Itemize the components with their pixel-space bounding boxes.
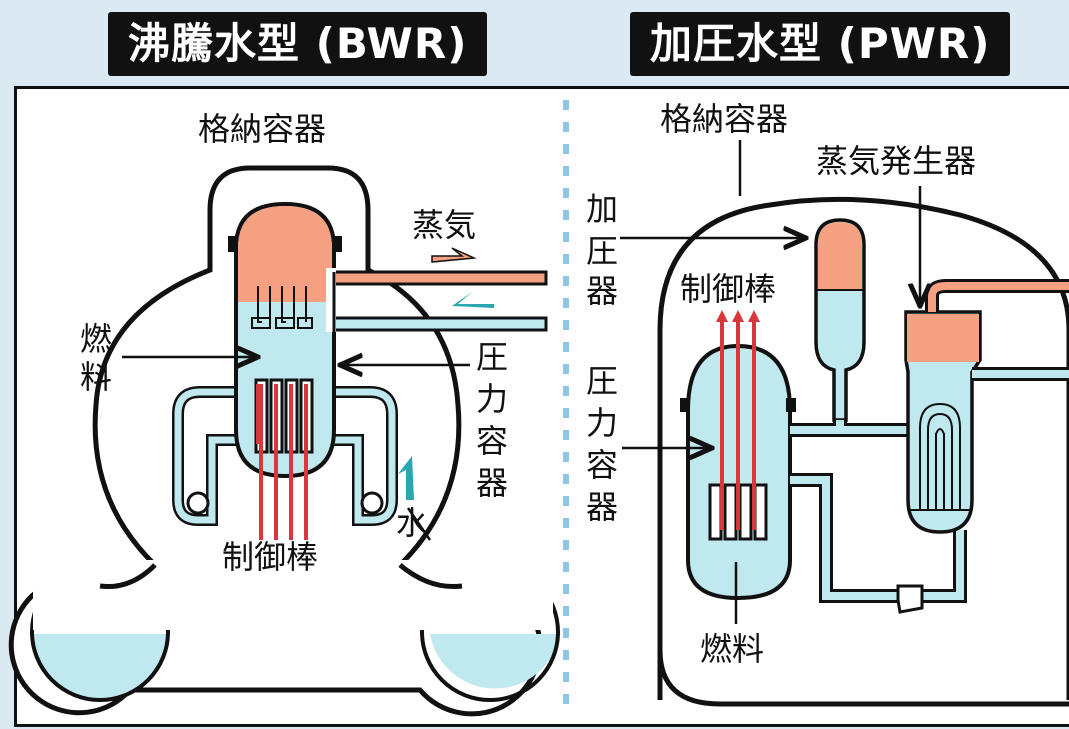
bwr-label-pv-4: 器 bbox=[476, 464, 508, 502]
pwr-label-containment: 格納容器 bbox=[660, 100, 788, 138]
pwr-primary-loop bbox=[790, 420, 967, 603]
pwr-control-rods bbox=[720, 318, 756, 530]
bwr-label-fuel-1: 燃 bbox=[80, 320, 112, 358]
bwr-label-containment: 格納容器 bbox=[198, 110, 326, 148]
bwr-label-pv-2: 力 bbox=[476, 380, 508, 418]
bwr-pool-left bbox=[34, 634, 168, 701]
pwr-steam-generator bbox=[904, 310, 982, 534]
bwr-feedwater-line bbox=[328, 316, 548, 332]
bwr-steam-line bbox=[328, 270, 548, 286]
bwr-control-rods bbox=[259, 384, 308, 540]
bwr-feedwater-arrow bbox=[452, 292, 494, 308]
bwr-label-fuel-2: 料 bbox=[80, 358, 112, 396]
pwr-diagram: 格納容器 蒸気発生器 加 圧 器 制御棒 圧 力 容 器 燃料 bbox=[586, 100, 1069, 707]
pwr-label-control-rods: 制御棒 bbox=[680, 270, 776, 308]
pwr-label-steam-generator: 蒸気発生器 bbox=[816, 142, 976, 180]
bwr-label-steam: 蒸気 bbox=[412, 206, 476, 244]
bwr-steam-arrow bbox=[431, 247, 477, 263]
bwr-label-pv-1: 圧 bbox=[476, 338, 508, 376]
pwr-label-pv-1: 圧 bbox=[586, 362, 618, 400]
pwr-coolant-pump bbox=[896, 584, 924, 614]
bwr-steam-dome bbox=[238, 206, 332, 302]
bwr-title: 沸騰水型 (BWR) bbox=[108, 12, 488, 76]
pwr-label-pressurizer-1: 加 bbox=[586, 190, 618, 228]
bwr-label-pv-3: 容 bbox=[476, 422, 508, 460]
bwr-diagram: 格納容器 蒸気 燃 料 圧 力 容 器 水 制御棒 bbox=[8, 110, 560, 717]
bwr-water-arrow bbox=[398, 456, 414, 500]
bwr-label-water: 水 bbox=[396, 504, 428, 542]
pwr-label-fuel: 燃料 bbox=[700, 630, 764, 668]
bwr-label-control-rods: 制御棒 bbox=[222, 538, 318, 576]
pwr-label-pressurizer-3: 器 bbox=[586, 272, 618, 310]
bwr-pool-right bbox=[430, 634, 560, 689]
pwr-label-pv-2: 力 bbox=[586, 404, 618, 442]
pwr-title: 加圧水型 (PWR) bbox=[630, 12, 1011, 76]
pwr-label-pressurizer-2: 圧 bbox=[586, 232, 618, 270]
pwr-label-pv-3: 容 bbox=[586, 446, 618, 484]
pwr-label-pv-4: 器 bbox=[586, 488, 618, 526]
